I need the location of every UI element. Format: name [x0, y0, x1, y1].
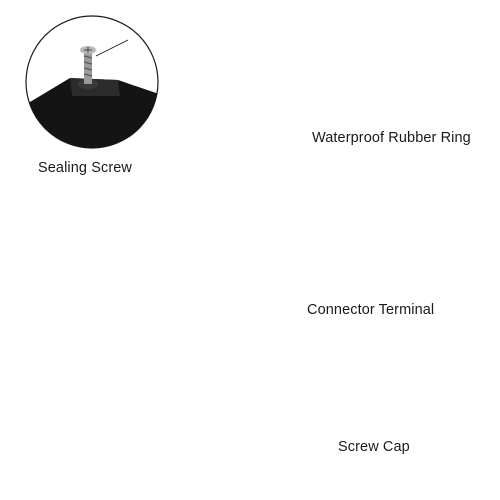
screw-cap-label: Screw Cap	[338, 439, 410, 455]
sealing-screw-callout	[25, 15, 159, 149]
connector-terminal-label: Connector Terminal	[307, 302, 435, 318]
sealing-screw-label: Sealing Screw	[38, 160, 132, 176]
rubber-ring-label: Waterproof Rubber Ring	[312, 130, 471, 146]
